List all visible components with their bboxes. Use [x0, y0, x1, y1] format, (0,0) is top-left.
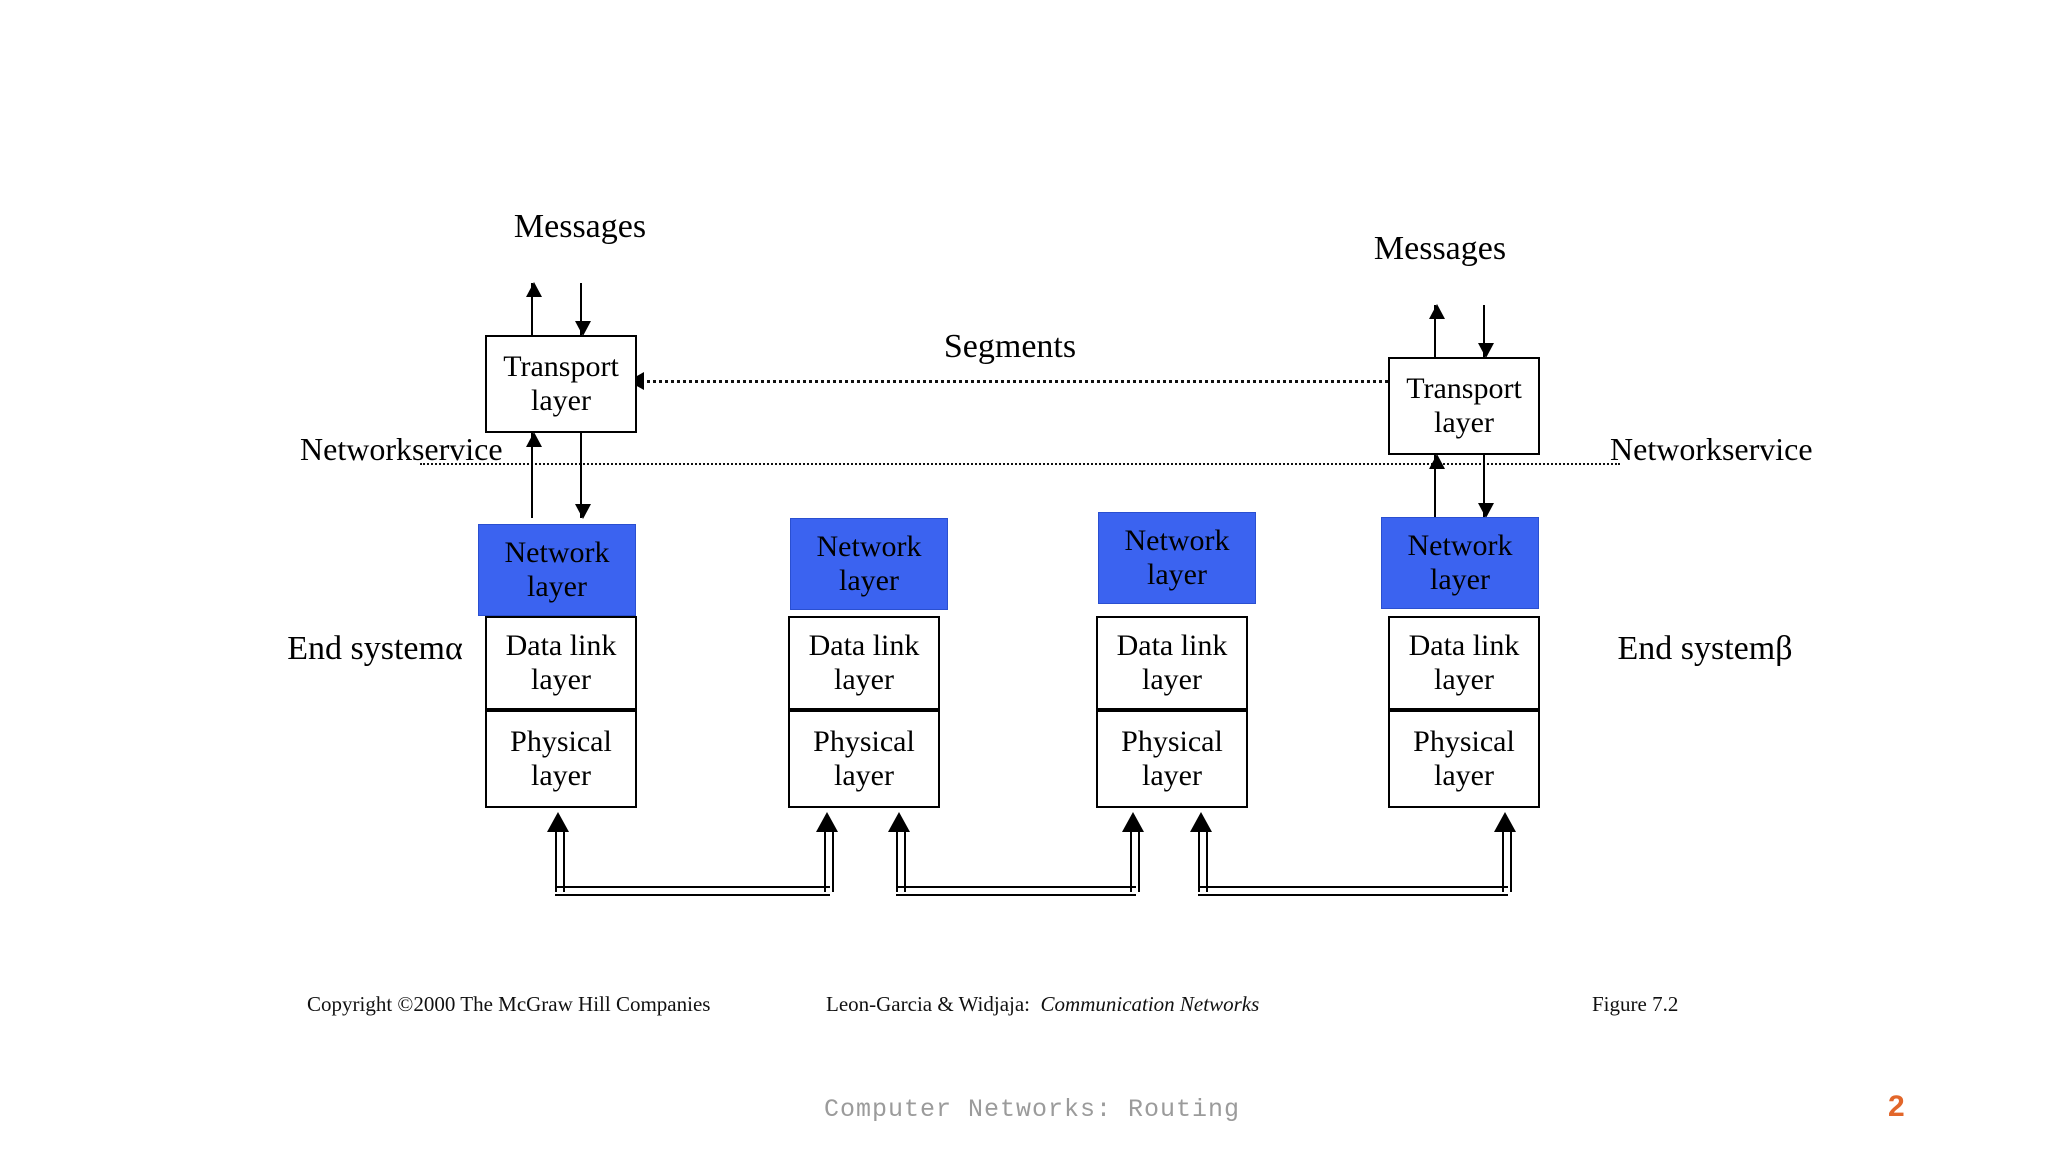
network-service-left-line1: Network: [300, 431, 412, 467]
network-line1: Network: [816, 530, 922, 564]
copyright-caption: Copyright ©2000 The McGraw Hill Companie…: [307, 992, 711, 1016]
network-service-right-line2: service: [1721, 431, 1813, 467]
link-horizontal-c: [1198, 886, 1508, 896]
messages-arrow-down-alpha: [575, 283, 591, 336]
messages-arrow-up-alpha: [526, 282, 542, 335]
physical-line2: layer: [531, 759, 591, 792]
link-arrowhead-router1-right-icon: [888, 812, 910, 832]
network-line1: Network: [1407, 529, 1513, 563]
physical-line2: layer: [1142, 759, 1202, 792]
network-service-arrow-down-beta: [1478, 455, 1494, 518]
transport-line2: layer: [1434, 406, 1494, 439]
end-system-label-beta: End systemβ: [1595, 630, 1815, 668]
link-arrowhead-beta-icon: [1494, 812, 1516, 832]
transport-line2: layer: [531, 384, 591, 417]
messages-arrow-down-beta: [1478, 305, 1494, 358]
network-line2: layer: [1430, 563, 1490, 596]
end-system-beta-line2: β: [1775, 630, 1793, 667]
messages-label-left: Messages: [513, 208, 647, 245]
network-service-arrow-up-beta: [1429, 454, 1445, 517]
messages-arrow-up-beta: [1429, 304, 1445, 357]
datalink-line2: layer: [1142, 663, 1202, 696]
end-system-alpha-line1: End system: [287, 630, 445, 667]
segments-arrow-line: [640, 380, 1420, 383]
slide-page-number: 2: [1888, 1090, 1905, 1123]
link-vertical-router1-right: [896, 832, 906, 892]
end-system-alpha-line2: α: [444, 630, 463, 667]
link-vertical-router1-left: [824, 832, 834, 892]
physical-line1: Physical: [510, 725, 612, 759]
network-line1: Network: [504, 536, 610, 570]
datalink-line1: Data link: [1116, 629, 1228, 663]
physical-line1: Physical: [1121, 725, 1223, 759]
link-vertical-alpha: [555, 832, 565, 892]
link-arrowhead-router2-left-icon: [1122, 812, 1144, 832]
book-caption-title: Communication Networks: [1040, 992, 1260, 1016]
link-arrowhead-router1-left-icon: [816, 812, 838, 832]
network-line1: Network: [1124, 524, 1230, 558]
end-system-label-alpha: End systemα: [265, 630, 485, 668]
network-service-left-line2: service: [411, 431, 503, 467]
book-caption-authors: Leon-Garcia & Widjaja:: [826, 992, 1041, 1016]
physical-line1: Physical: [813, 725, 915, 759]
network-service-label-right: Networkservice: [1610, 431, 1813, 468]
transport-line1: Transport: [1406, 372, 1522, 406]
network-service-right-line1: Network: [1610, 431, 1722, 467]
network-line2: layer: [839, 564, 899, 597]
transport-line1: Transport: [503, 350, 619, 384]
link-horizontal-a: [555, 886, 830, 896]
link-horizontal-b: [896, 886, 1136, 896]
network-service-arrow-down-alpha: [575, 433, 591, 519]
datalink-line2: layer: [1434, 663, 1494, 696]
figure-number-caption: Figure 7.2: [1592, 992, 1679, 1016]
datalink-line2: layer: [834, 663, 894, 696]
link-arrowhead-router2-right-icon: [1190, 812, 1212, 832]
datalink-line1: Data link: [505, 629, 617, 663]
network-service-label-left: Networkservice: [300, 431, 503, 468]
link-vertical-router2-left: [1130, 832, 1140, 892]
network-line2: layer: [1147, 558, 1207, 591]
network-service-arrow-up-alpha: [526, 432, 542, 518]
datalink-line1: Data link: [1408, 629, 1520, 663]
physical-line2: layer: [1434, 759, 1494, 792]
link-arrowhead-alpha-icon: [547, 812, 569, 832]
slide-footer-text: Computer Networks: Routing: [824, 1095, 1241, 1124]
network-line2: layer: [527, 570, 587, 603]
physical-line1: Physical: [1413, 725, 1515, 759]
datalink-line2: layer: [531, 663, 591, 696]
physical-line2: layer: [834, 759, 894, 792]
network-service-boundary-line: [420, 463, 1620, 465]
datalink-line1: Data link: [808, 629, 920, 663]
link-vertical-beta: [1502, 832, 1512, 892]
end-system-beta-line1: End system: [1617, 630, 1776, 667]
segments-label: Segments: [943, 328, 1077, 365]
messages-label-right: Messages: [1373, 230, 1507, 267]
book-caption: Leon-Garcia & Widjaja: Communication Net…: [826, 992, 1259, 1017]
link-vertical-router2-right: [1198, 832, 1208, 892]
